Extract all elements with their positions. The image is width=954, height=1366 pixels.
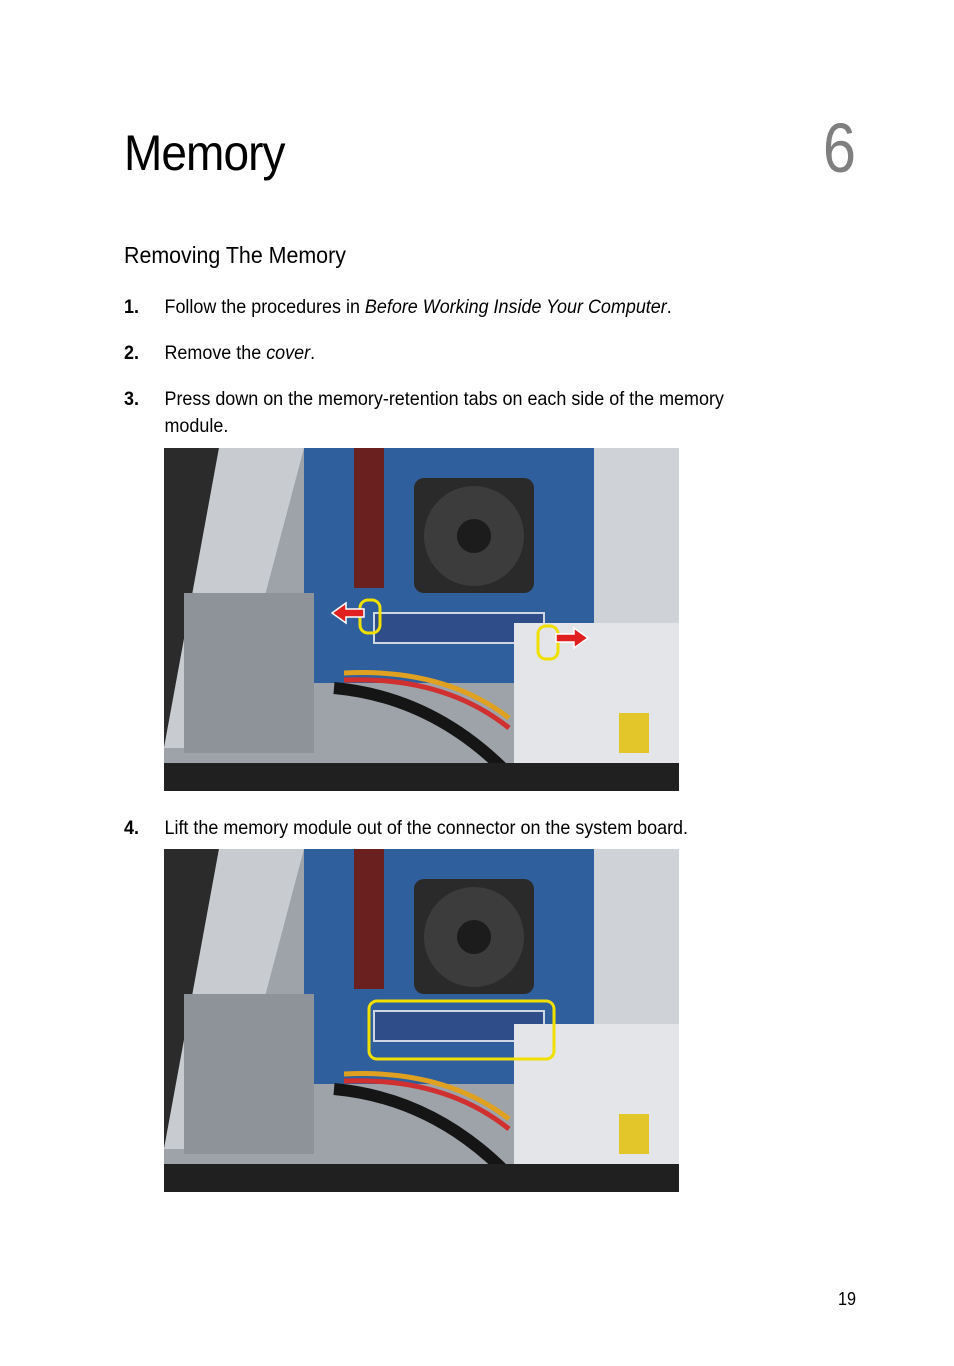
step-text-line-1: Press down on the memory-retention tabs … [164, 388, 724, 410]
step-number: 4. [124, 817, 139, 839]
section-title: Removing The Memory [124, 242, 346, 268]
cover-link[interactable]: cover [266, 342, 311, 364]
step-number: 2. [124, 342, 139, 364]
step-text-prefix: Remove the [164, 342, 267, 364]
memory-retention-tabs-illustration [164, 448, 679, 791]
memory-module-removal-illustration [164, 849, 679, 1192]
step-text-line-2: module. [164, 415, 229, 437]
step-text: Lift the memory module out of the connec… [164, 817, 689, 839]
step-number: 3. [124, 388, 139, 410]
step-text-suffix: . [666, 296, 672, 318]
step-text: Press down on the memory-retention tabs … [164, 386, 808, 440]
memory-retention-tabs-photo [164, 448, 679, 791]
step-number: 1. [124, 296, 139, 318]
chapter-number: 6 [822, 109, 856, 187]
step-text-prefix: Follow the procedures in [164, 296, 365, 318]
page-number: 19 [837, 1289, 856, 1309]
step-text: Follow the procedures in Before Working … [164, 294, 808, 321]
chapter-title: Memory [124, 125, 286, 181]
before-working-link[interactable]: Before Working Inside Your Computer [364, 296, 667, 318]
step-text-suffix: . [310, 342, 316, 364]
step-text: Remove the cover. [164, 340, 808, 367]
memory-module-removal-photo [164, 849, 679, 1192]
